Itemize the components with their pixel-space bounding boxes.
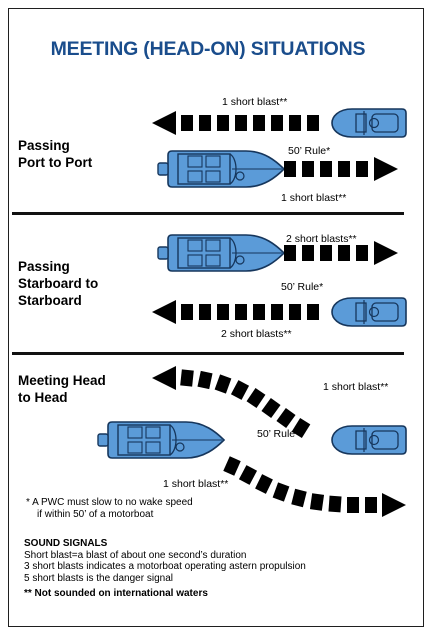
- sound-signals-heading: SOUND SIGNALS: [24, 538, 108, 549]
- label-line: Starboard to: [18, 276, 99, 291]
- label-line: Starboard: [18, 293, 82, 308]
- signal-label: 1 short blast**: [323, 381, 389, 393]
- note-line: if within 50’ of a motorboat: [37, 508, 154, 520]
- label-line: Passing: [18, 138, 70, 153]
- section-label-head-to-head: Meeting Head to Head: [18, 372, 106, 406]
- pwc-icon: [331, 108, 407, 138]
- motorboat-icon: [157, 150, 285, 188]
- rule-label: 50’ Rule*: [288, 145, 331, 157]
- pwc-note: * A PWC must slow to no wake speed if wi…: [26, 497, 193, 520]
- motorboat-icon: [157, 234, 285, 272]
- footnote: ** Not sounded on international waters: [24, 588, 208, 599]
- label-line: Port to Port: [18, 155, 93, 170]
- arrow-left-icon: [152, 366, 311, 438]
- section-label-port-to-port: Passing Port to Port: [18, 137, 92, 171]
- page-title: MEETING (HEAD-ON) SITUATIONS: [50, 38, 366, 60]
- signal-label: 2 short blasts**: [286, 233, 357, 245]
- section-label-starboard-to-starboard: Passing Starboard to Starboard: [18, 258, 98, 309]
- signal-label: 2 short blasts**: [221, 328, 292, 340]
- section-divider: [12, 212, 404, 215]
- arrow-left-icon: [152, 111, 319, 135]
- signal-label: 1 short blast**: [222, 96, 288, 108]
- rule-label: 50’ Rule*: [281, 281, 324, 293]
- rule-label: 50’ Rule: [257, 428, 296, 440]
- arrow-right-icon: [284, 241, 398, 265]
- sound-signal-item: Short blast=a blast of about one second’…: [24, 549, 247, 561]
- motorboat-icon: [97, 421, 225, 459]
- signal-label: 1 short blast**: [281, 192, 347, 204]
- pwc-icon: [331, 425, 407, 455]
- label-line: to Head: [18, 390, 68, 405]
- note-line: * A PWC must slow to no wake speed: [26, 497, 193, 508]
- label-line: Meeting Head: [18, 373, 106, 388]
- arrow-right-icon: [223, 456, 406, 517]
- pwc-icon: [331, 297, 407, 327]
- section-divider: [12, 352, 404, 355]
- sound-signals: SOUND SIGNALS Short blast=a blast of abo…: [24, 538, 404, 600]
- label-line: Passing: [18, 259, 70, 274]
- sound-signal-item: 5 short blasts is the danger signal: [24, 572, 173, 584]
- arrow-right-icon: [284, 157, 398, 181]
- arrow-left-icon: [152, 300, 319, 324]
- sound-signal-item: 3 short blasts indicates a motorboat ope…: [24, 561, 306, 572]
- signal-label: 1 short blast**: [163, 478, 229, 490]
